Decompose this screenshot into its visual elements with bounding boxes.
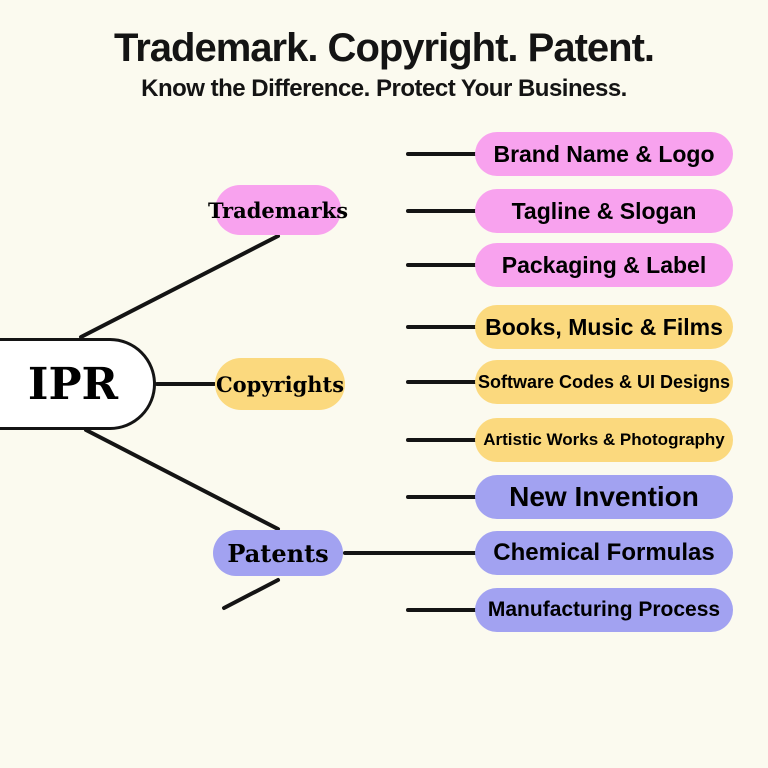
- leaf-chemical-formulas[interactable]: Chemical Formulas: [475, 531, 733, 575]
- leaf-label: Books, Music & Films: [485, 313, 723, 340]
- leaf-tagline-slogan[interactable]: Tagline & Slogan: [475, 189, 733, 233]
- leaf-books-music-films[interactable]: Books, Music & Films: [475, 305, 733, 349]
- node-ipr[interactable]: IPR: [0, 338, 156, 430]
- header: Trademark. Copyright. Patent. Know the D…: [0, 26, 768, 102]
- leaf-label: New Invention: [509, 481, 699, 512]
- leaf-new-invention[interactable]: New Invention: [475, 475, 733, 519]
- node-copyrights-label: Copyrights: [215, 371, 345, 397]
- page-subtitle: Know the Difference. Protect Your Busine…: [141, 75, 627, 102]
- node-copyrights[interactable]: Copyrights: [215, 358, 345, 410]
- node-patents-label: Patents: [227, 538, 329, 568]
- connector-ipr-patents: [84, 428, 280, 531]
- leaf-label: Software Codes & UI Designs: [477, 371, 731, 392]
- leaf-label: Manufacturing Process: [487, 598, 721, 621]
- connector-ipr-trademarks: [79, 234, 280, 339]
- leaf-manufacturing-process[interactable]: Manufacturing Process: [475, 588, 733, 632]
- leaf-label: Brand Name & Logo: [493, 140, 715, 167]
- leaf-label: Chemical Formulas: [493, 539, 715, 566]
- node-trademarks-label: Trademarks: [207, 197, 349, 223]
- node-ipr-label: IPR: [27, 358, 119, 410]
- leaf-label: Tagline & Slogan: [511, 197, 697, 224]
- page-title: Trademark. Copyright. Patent.: [113, 26, 655, 70]
- leaf-artistic-works-photography[interactable]: Artistic Works & Photography: [475, 418, 733, 462]
- leaf-label: Packaging & Label: [501, 251, 707, 278]
- leaf-label: Artistic Works & Photography: [483, 430, 725, 449]
- leaf-software-codes-ui[interactable]: Software Codes & UI Designs: [475, 360, 733, 404]
- connector-patents-stub: [222, 578, 280, 610]
- node-patents[interactable]: Patents: [213, 530, 343, 576]
- node-trademarks[interactable]: Trademarks: [208, 185, 348, 235]
- leaf-packaging-label[interactable]: Packaging & Label: [475, 243, 733, 287]
- leaf-brand-name-logo[interactable]: Brand Name & Logo: [475, 132, 733, 176]
